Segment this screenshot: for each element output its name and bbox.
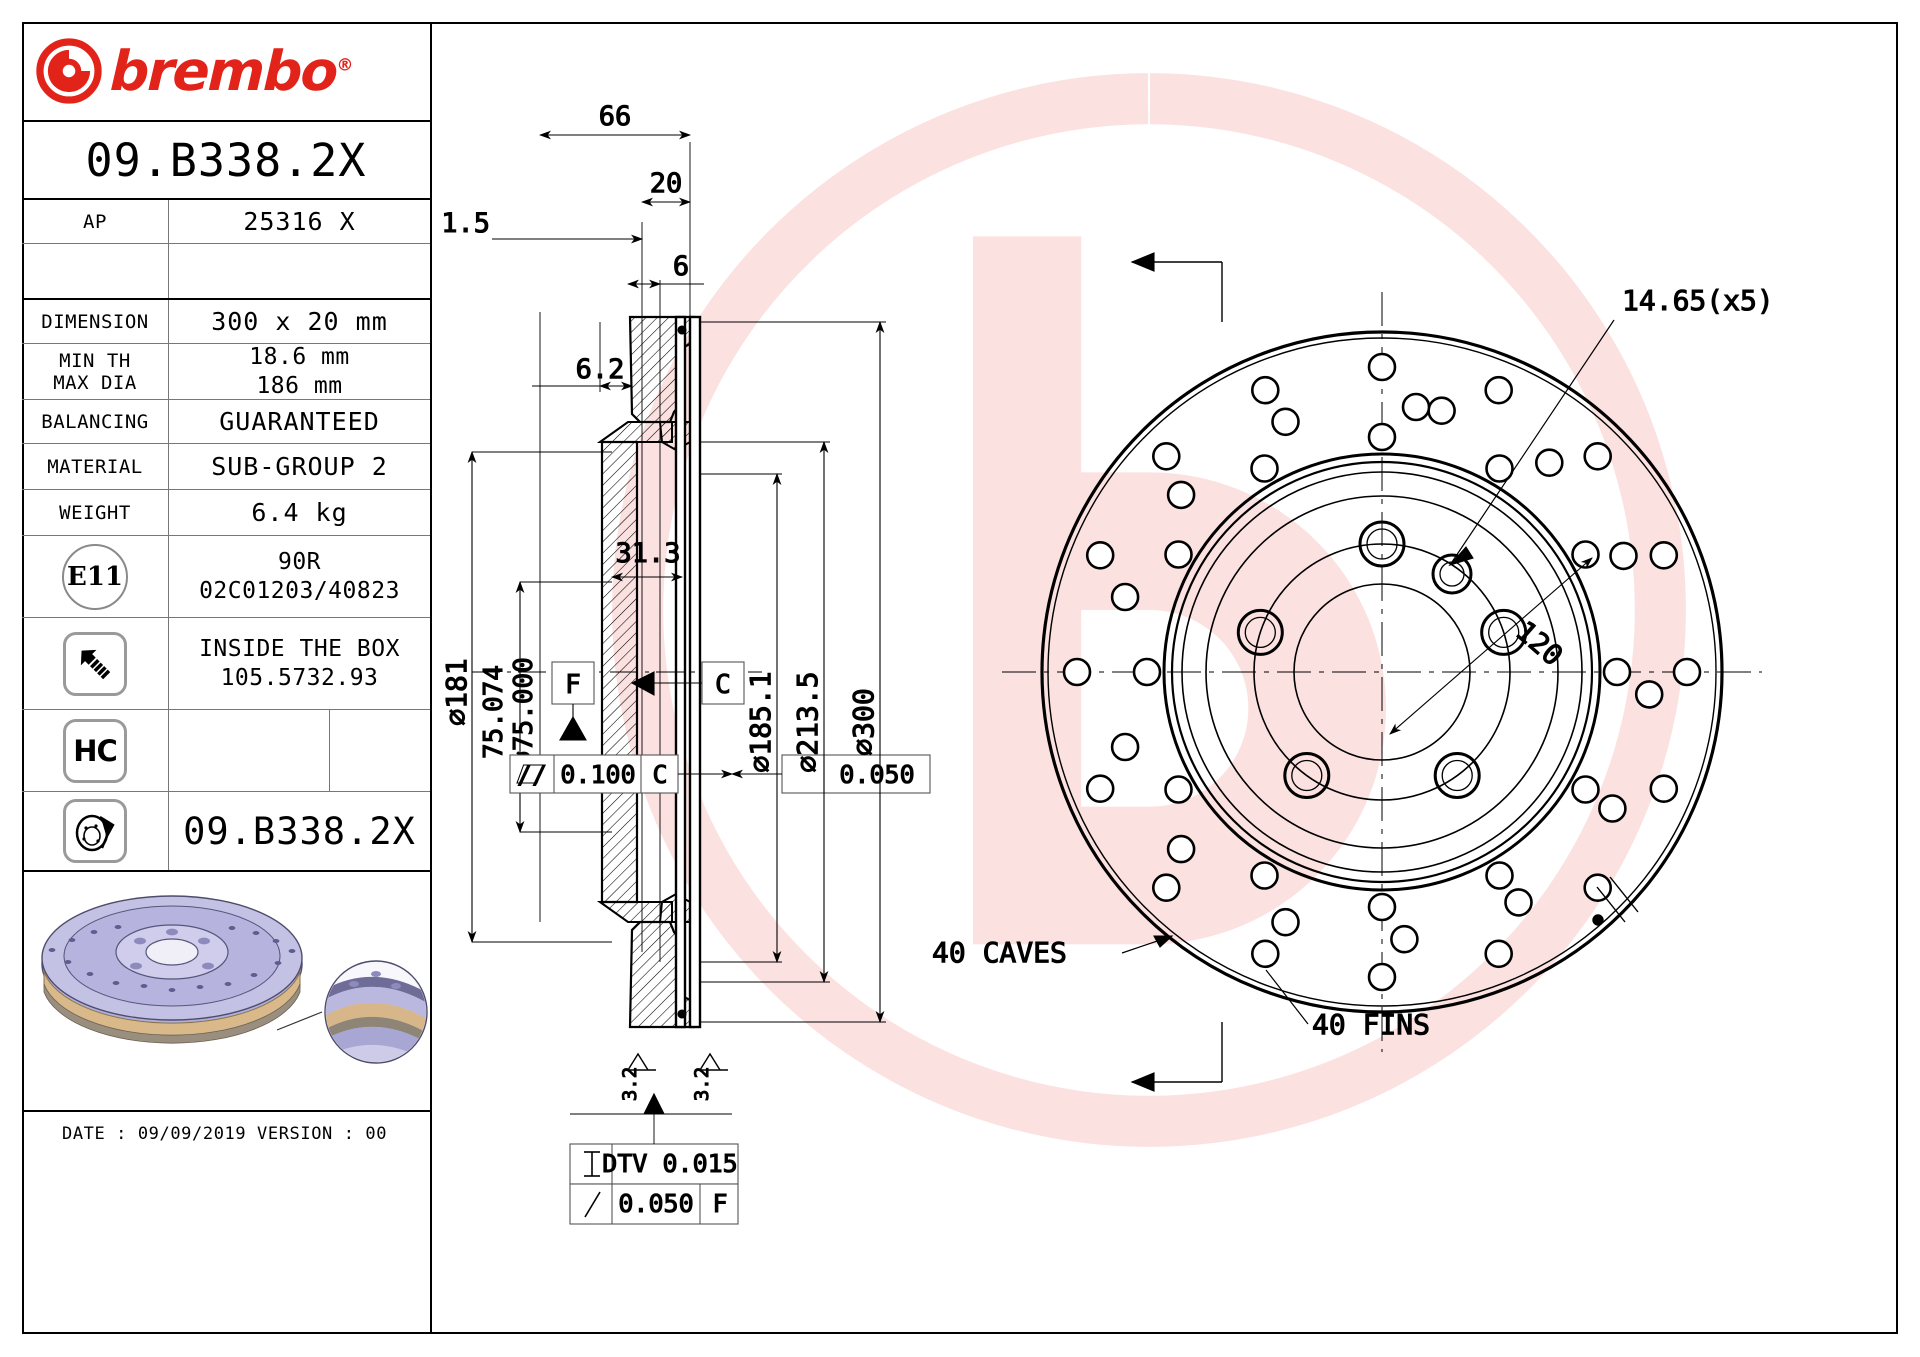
dia-300-text: ⌀300 (847, 688, 880, 755)
balancing-value: GUARANTEED (219, 407, 380, 436)
table-row-dimension: DIMENSION 300 x 20 mm (22, 300, 430, 344)
homologation-line1: 90R (277, 549, 322, 576)
drawing-area: 66 20 △TH= 1.5 6 6.2 (432, 22, 1898, 1334)
table-row-weight: WEIGHT 6.4 kg (22, 490, 430, 536)
disc-photo-thumbnails (41, 895, 428, 1064)
table-row-hc: HC (22, 710, 430, 792)
material-value: SUB-GROUP 2 (211, 452, 388, 481)
dimension-label: DIMENSION (41, 310, 149, 333)
table-row-homologation: E11 90R 02C01203/40823 (22, 536, 430, 618)
dia-75000-text: ⌀75.000 (509, 657, 539, 767)
info-table: brembo® 09.B338.2X AP 25316 X DIMENSION … (22, 22, 432, 1334)
dia-75074-text: 75.074 (479, 665, 509, 759)
table-row-blank (22, 244, 430, 300)
ap-value: 25316 X (243, 207, 356, 236)
hole-note-text: 14.65(x5) (1622, 284, 1774, 317)
e11-text: E11 (67, 561, 123, 592)
min-th-label: MIN TH (59, 349, 131, 372)
dim-6-text: 6 (673, 251, 689, 282)
registered-mark: ® (336, 55, 352, 76)
screws-line1: INSIDE THE BOX (199, 636, 400, 663)
hc-text: HC (73, 733, 118, 768)
technical-drawing-svg: 66 20 △TH= 1.5 6 6.2 (432, 100, 1774, 1225)
datum-f-text: F (565, 670, 581, 700)
table-row-balancing: BALANCING GUARANTEED (22, 400, 430, 444)
gdt-runout-val: 0.050 (618, 1189, 693, 1218)
gdt-runout-datum: F (712, 1189, 727, 1218)
brembo-b-logo-icon (36, 38, 102, 104)
balancing-label: BALANCING (41, 410, 149, 433)
table-row-screws: INSIDE THE BOX 105.5732.93 (22, 618, 430, 710)
dia-213-text: ⌀213.5 (791, 671, 824, 772)
screws-line2: 105.5732.93 (220, 664, 379, 691)
pcd-note-text: 120 (1509, 614, 1569, 672)
ap-label: AP (83, 210, 107, 233)
table-row-ap: AP 25316 X (22, 200, 430, 244)
dim-313-text: 31.3 (615, 538, 680, 569)
date-text: DATE : 09/09/2019 VERSION : 00 (62, 1124, 388, 1144)
gdt-parallel-datum: C (652, 760, 667, 789)
caves-note-text: 40 CAVES (932, 936, 1067, 969)
brake-disc-icon (63, 799, 127, 863)
dia-185-text: ⌀185.1 (744, 671, 777, 772)
sheet-border (22, 22, 1898, 1334)
max-dia-label: MAX DIA (53, 371, 137, 394)
gdt-parallel-val: 0.100 (560, 760, 635, 789)
table-row-date: DATE : 09/09/2019 VERSION : 00 (22, 1112, 430, 1156)
table-row-material: MATERIAL SUB-GROUP 2 (22, 444, 430, 490)
part-code: 09.B338.2X (85, 133, 367, 187)
gdt-flat-val: 0.050 (839, 760, 914, 789)
surface-right-text: 3.2 (691, 1067, 713, 1101)
table-row-min-th: MIN TH MAX DIA 18.6 mm 186 mm (22, 344, 430, 400)
screw-icon (63, 631, 127, 696)
gdt-dtv-val: DTV 0.015 (602, 1149, 737, 1178)
material-label: MATERIAL (47, 455, 143, 478)
gdt-parallel-sym: // (517, 760, 547, 789)
dimension-value: 300 x 20 mm (211, 307, 388, 336)
weight-label: WEIGHT (59, 501, 131, 524)
min-th-value: 18.6 mm (249, 344, 350, 371)
max-dia-value: 186 mm (256, 372, 343, 399)
fins-note-text: 40 FINS (1312, 1008, 1430, 1041)
e11-badge-icon: E11 (62, 543, 128, 610)
dia-181-text: ⌀181 (440, 658, 473, 725)
table-row-disc-code: 09.B338.2X (22, 792, 430, 872)
homologation-line2: 02C01203/40823 (199, 577, 400, 604)
dim-20-text: 20 (650, 168, 683, 199)
table-row-thumbnails (22, 872, 430, 1112)
datum-c-text: C (715, 670, 731, 700)
dim-66-text: 66 (599, 101, 632, 132)
part-code-header: 09.B338.2X (22, 122, 430, 200)
dim-th-text: △TH= 1.5 (432, 208, 490, 239)
weight-value: 6.4 kg (251, 498, 348, 527)
hc-badge-icon: HC (63, 718, 127, 783)
surface-left-text: 3.2 (619, 1067, 641, 1101)
brand-logo-row: brembo® (22, 22, 430, 122)
brand-name: brembo® (108, 39, 352, 103)
disc-part-code: 09.B338.2X (183, 809, 416, 853)
